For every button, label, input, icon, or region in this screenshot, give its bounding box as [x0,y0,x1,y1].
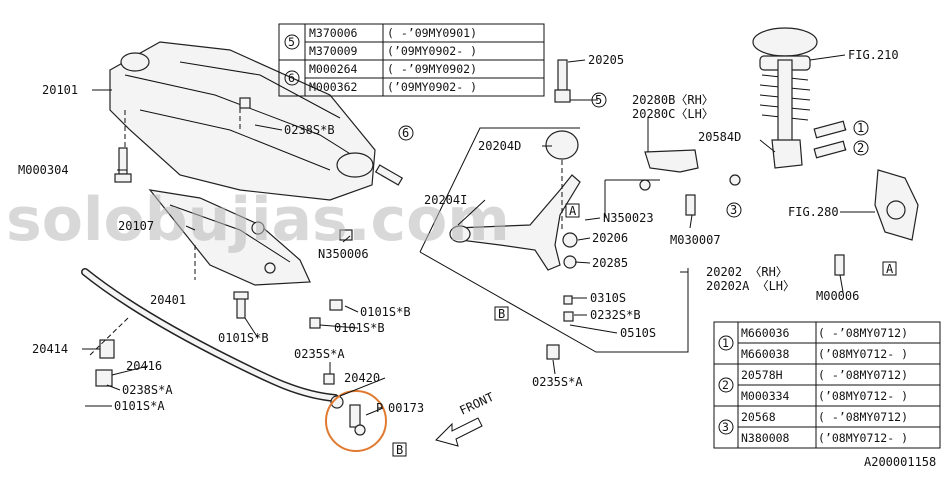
table-top-group-1-num: 5 [288,35,295,49]
table-top-cell-part: M000264 [309,62,358,76]
table-top-group-2-num: 6 [288,71,295,85]
table-bottom-cell-range: ( -’08MY0712) [818,326,908,340]
bracket-20280-drawing [604,149,699,218]
label-0235s-a-right: 0235S*A [532,375,583,389]
front-label: FRONT [457,390,496,418]
lower-arm-drawing [449,59,581,360]
marker-box-a-center: A [565,203,580,218]
label-20584d: 20584D [698,130,741,144]
table-bottom-group-3-num: 3 [722,420,729,434]
table-top-cell-part: M370006 [309,26,358,40]
label-0510s: 0510S [620,326,656,340]
label-20416: 20416 [126,359,162,373]
label-20401: 20401 [150,293,186,307]
table-bottom-cell-range: (’08MY0712- ) [818,431,908,445]
table-bottom-cell-range: ( -’08MY0712) [818,410,908,424]
label-fig280: FIG.280 [788,205,839,219]
svg-text:A: A [886,262,894,276]
label-0310s: 0310S [590,291,626,305]
table-bottom-cell-part: M660038 [741,347,790,361]
label-m030007: M030007 [670,233,721,247]
label-20206: 20206 [592,231,628,245]
label-20101: 20101 [42,83,78,97]
svg-text:5: 5 [595,93,602,107]
svg-text:6: 6 [402,126,409,140]
highlight-circle [325,390,387,452]
label-20280c: 20280C〈LH〉 [632,107,714,121]
table-bottom-cell-range: (’08MY0712- ) [818,389,908,403]
marker-box-b-bottom: B [392,442,407,457]
table-bottom-cell-range: ( -’08MY0712) [818,368,908,382]
table-bottom-cell-part: M000334 [741,389,790,403]
table-top-cell-part: M370009 [309,44,358,58]
marker-box-p: P [376,401,383,415]
label-20204d: 20204D [478,139,521,153]
knuckle-drawing [834,169,919,276]
label-20107: 20107 [118,219,154,233]
label-20202: 20202 〈RH〉 [706,265,788,279]
strut-drawing [729,27,847,186]
svg-text:A: A [569,204,577,218]
bolts-left-drawing [114,97,404,329]
label-0238s-a: 0238S*A [122,383,173,397]
table-top-cell-range: ( -’09MY0902) [387,62,477,76]
watermark-text: solobujias.com [6,185,510,255]
table-bottom-group-2-num: 2 [722,378,729,392]
label-20204i: 20204I [424,193,467,207]
table-top-cell-range: (’09MY0902- ) [387,80,477,94]
marker-circle-5: 5 [591,92,607,108]
table-bottom-cell-part: 20578H [741,368,783,382]
marker-box-b-center: B [494,306,509,321]
label-fig210: FIG.210 [848,48,899,62]
label-n350006: N350006 [318,247,369,261]
bracket-20107-drawing [148,189,311,286]
marker-circle-3: 3 [726,202,742,218]
label-0101s-b-right-2: 0101S*B [334,321,385,335]
table-top-cell-range: (’09MY0902- ) [387,44,477,58]
table-bottom-group-1-num: 1 [722,336,729,350]
diagram-id: A200001158 [864,455,936,469]
label-0101s-b-right-1: 0101S*B [360,305,411,319]
marker-box-a-right: A [882,261,897,276]
label-20285: 20285 [592,256,628,270]
label-20202a: 20202A 〈LH〉 [706,279,795,293]
label-n350023: N350023 [603,211,654,225]
marker-circle-6: 6 [398,125,414,141]
table-bottom-cell-part: N380008 [741,431,790,445]
svg-text:B: B [396,443,403,457]
leader-lines [82,54,875,416]
svg-text:2: 2 [857,141,864,155]
front-arrow: FRONT [435,390,496,447]
label-0101s-b-left: 0101S*B [218,331,269,345]
marker-circle-2: 2 [853,140,869,156]
table-top-cell-range: ( -’09MY0901) [387,26,477,40]
label-m00006: M00006 [816,289,859,303]
svg-text:P: P [376,401,383,415]
table-top: 5 6 M370006 ( -’09MY0901) M370009 (’09MY… [278,23,545,97]
table-bottom: 1 2 3 M660036 ( -’08MY0712) M660038 (’08… [713,321,941,449]
label-20280b: 20280B〈RH〉 [632,93,714,107]
label-20205: 20205 [588,53,624,67]
svg-text:1: 1 [857,121,864,135]
label-0101s-a: 0101S*A [114,399,165,413]
stabilizer-bar-drawing [81,268,339,402]
table-bottom-cell-part: M660036 [741,326,790,340]
label-0238s-b: 0238S*B [284,123,335,137]
label-00173: 00173 [388,401,424,415]
svg-text:B: B [498,307,505,321]
table-bottom-cell-range: (’08MY0712- ) [818,347,908,361]
label-20414: 20414 [32,342,68,356]
stabilizer-link-drawing [323,373,366,436]
table-bottom-cell-part: 20568 [741,410,776,424]
label-m000304: M000304 [18,163,69,177]
label-0232s-b: 0232S*B [590,308,641,322]
marker-circle-1: 1 [853,120,869,136]
lower-arm-frame [419,127,689,353]
svg-text:3: 3 [730,203,737,217]
label-20420: 20420 [344,371,380,385]
label-0235s-a-left: 0235S*A [294,347,345,361]
table-top-cell-part: M000362 [309,80,357,94]
